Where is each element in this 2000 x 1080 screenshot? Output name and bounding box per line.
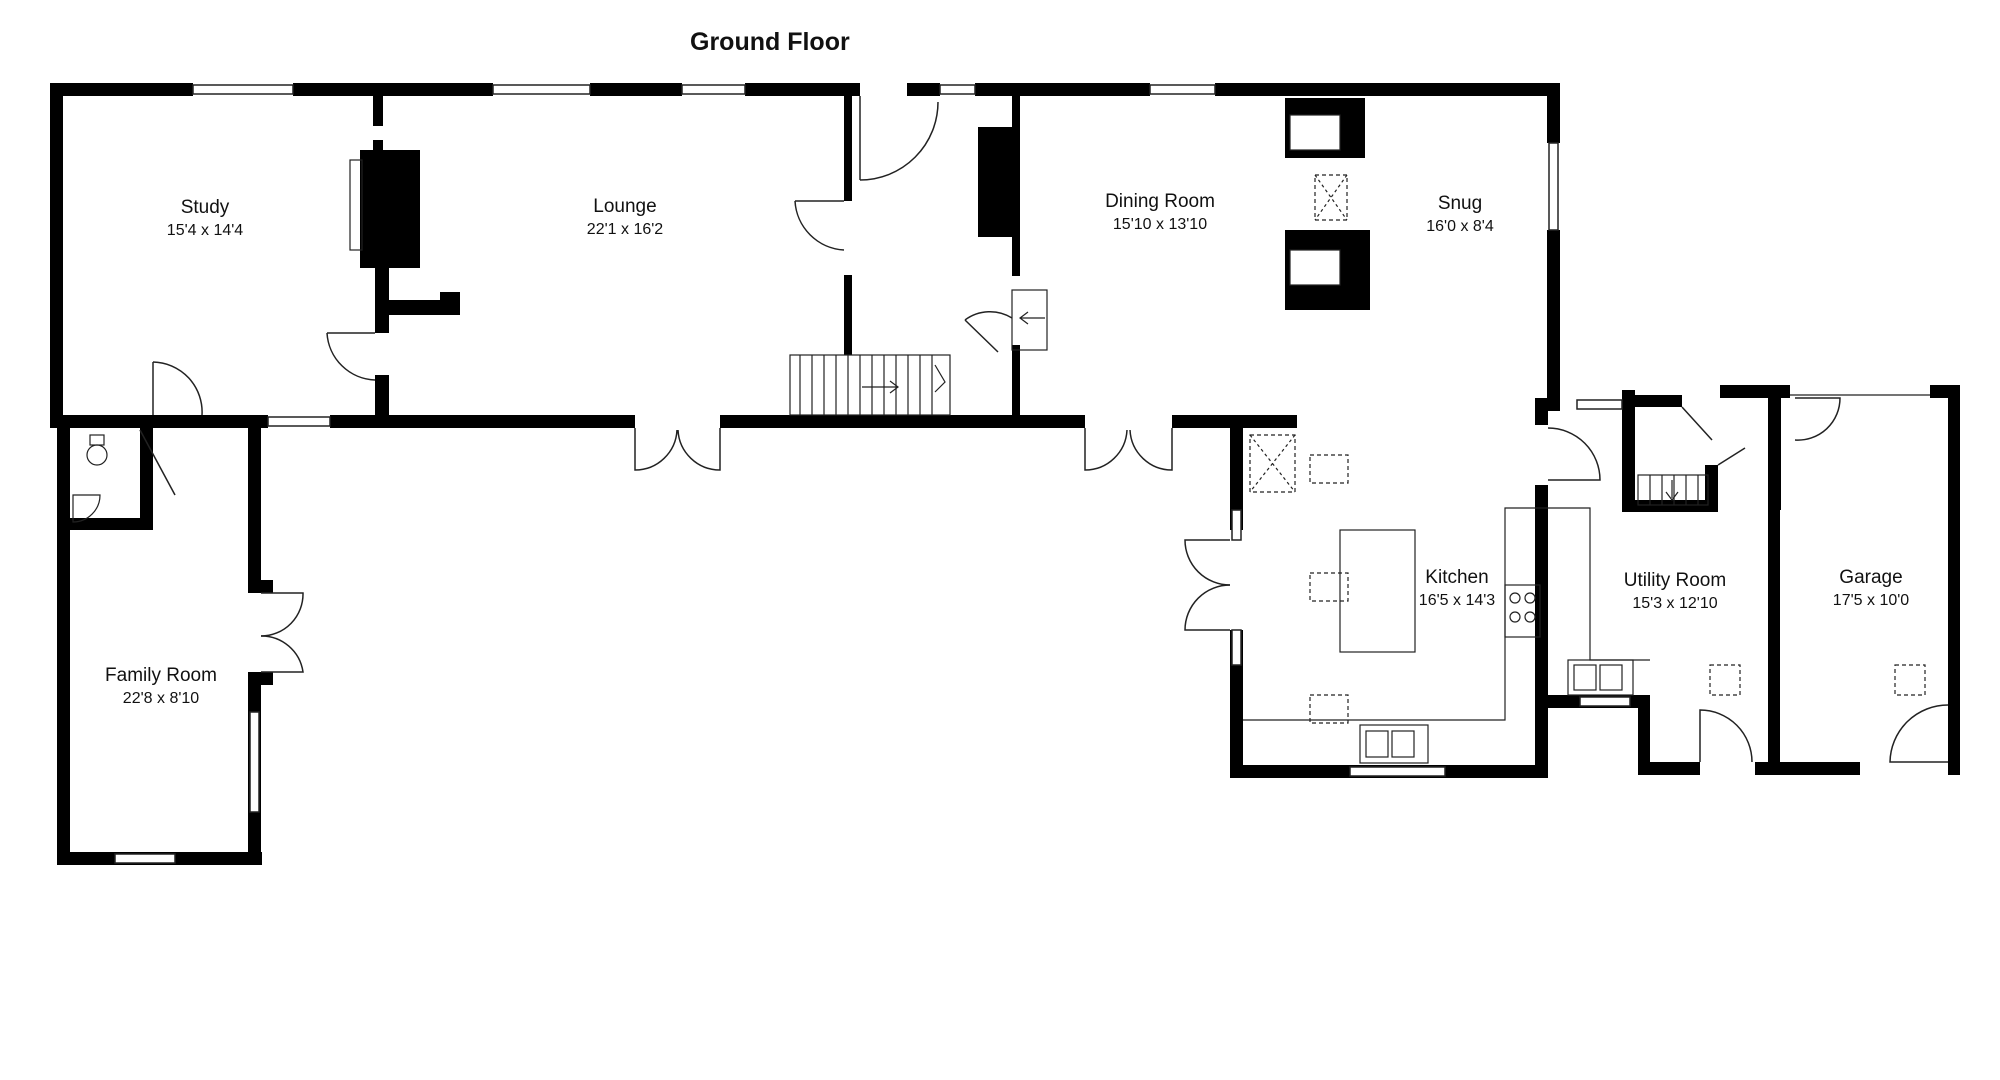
room-dimensions: 22'1 x 16'2 <box>586 221 664 238</box>
room-dimensions: 15'3 x 12'10 <box>1632 595 1718 612</box>
fixtures <box>72 114 1930 764</box>
room-kitchen: Kitchen 16'5 x 14'3 <box>1419 567 1495 610</box>
room-dimensions: 16'0 x 8'4 <box>1426 218 1494 235</box>
room-name: Lounge <box>593 196 657 217</box>
windows <box>114 84 1631 864</box>
room-dining-room: Dining Room 15'10 x 13'10 <box>1105 191 1215 234</box>
room-name: Snug <box>1437 193 1483 214</box>
room-lounge: Lounge 22'1 x 16'2 <box>587 196 663 239</box>
doors <box>139 96 1949 763</box>
room-utility-room: Utility Room 15'3 x 12'10 <box>1624 570 1726 613</box>
floor-title: Ground Floor <box>690 28 850 56</box>
room-snug: Snug 16'0 x 8'4 <box>1426 193 1494 236</box>
room-dimensions: 17'5 x 10'0 <box>1832 592 1910 609</box>
room-dimensions: 16'5 x 14'3 <box>1418 592 1496 609</box>
room-study: Study 15'4 x 14'4 <box>167 197 243 240</box>
staircase <box>789 354 951 416</box>
room-name: Garage <box>1839 567 1903 588</box>
room-name: Study <box>180 197 230 218</box>
walls <box>50 83 1960 865</box>
room-garage: Garage 17'5 x 10'0 <box>1833 567 1909 610</box>
room-family-room: Family Room 22'8 x 8'10 <box>105 665 217 708</box>
room-name: Family Room <box>105 665 217 686</box>
room-name: Dining Room <box>1105 191 1215 212</box>
room-dimensions: 15'4 x 14'4 <box>166 222 244 239</box>
room-dimensions: 15'10 x 13'10 <box>1112 216 1208 233</box>
room-dimensions: 22'8 x 8'10 <box>122 690 200 707</box>
room-name: Utility Room <box>1623 570 1727 591</box>
utility-stairs <box>1637 474 1709 506</box>
room-name: Kitchen <box>1425 567 1489 588</box>
